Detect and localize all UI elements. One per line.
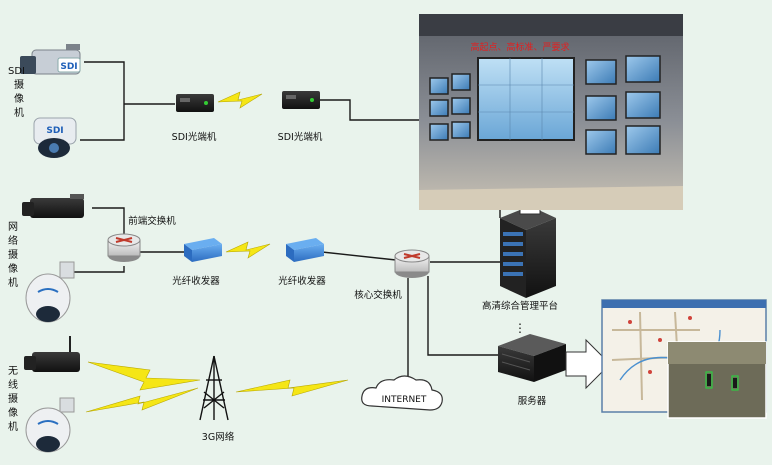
wires [74,61,501,382]
wl-label-char-2: 线 [8,378,18,391]
sdi-badge-top: SDI [60,62,77,72]
net-label-char-5: 机 [8,276,18,289]
front-switch-router-icon [107,233,141,262]
wl-label-char-4: 像 [8,407,18,419]
wl-label-char-3: 摄 [8,392,18,405]
fiber-transceiver-label-2: 光纤收发器 [278,275,326,287]
net-label-char-2: 络 [8,234,18,247]
sdi-box-camera-icon: SDI [20,44,81,75]
sdi-optical-label-1: SDI光端机 [172,131,217,143]
wire-transceiver-core [321,251,397,261]
rack-server-icon [500,206,556,298]
lightning-icon [85,387,199,413]
lightning-icon [87,361,201,391]
fiber-transceiver-label-1: 光纤收发器 [172,275,220,287]
wl-label-char-1: 无 [8,366,18,377]
server-icon [498,334,566,382]
sdi-label-char-1: 摄 [14,78,24,91]
dots-separator: ⋮ [514,321,526,335]
fiber-transceiver-icon [286,238,324,262]
sdi-label-char-3: 机 [14,106,24,119]
wall-banner-text: 高起点、高标准、严要求 [470,41,569,53]
sdi-optical-terminal-icon [282,91,320,109]
net-label-char-4: 像 [8,263,18,275]
map-screenshot [601,299,767,419]
wire-sdi-cam-1 [80,61,125,141]
vertical-label-network: 网 络 摄 像 机 [8,221,18,289]
lightning-icon [225,241,271,259]
vertical-label-sdi: 摄 像 机 [14,78,24,119]
server-label: 服务器 [518,395,547,407]
sdi-optical-label-2: SDI光端机 [278,131,323,143]
wire-netcam-1 [92,207,125,236]
fiber-transceiver-icon [184,238,222,262]
wire-netcam-2 [74,266,125,273]
network-3g-label: 3G网络 [202,431,235,443]
wire-core-server [427,276,500,356]
sdi-dome-camera-icon: SDI [33,117,77,158]
cloud-icon [361,375,443,411]
lightning-icon [217,91,263,109]
network-box-camera-icon [22,194,84,218]
wl-label-char-5: 机 [8,420,18,433]
internet-label: INTERNET [382,395,427,405]
lightning-icon [235,379,349,397]
video-wall-photo: 高起点、高标准、严要求 [419,14,683,210]
wireless-ptz-camera-icon [25,397,75,453]
sdi-label-char-2: 像 [14,93,24,105]
network-ptz-camera-icon [25,261,75,323]
wireless-box-camera-icon [24,336,80,372]
sdi-badge-bottom: SDI [46,126,63,136]
sdi-camera-group-label: SDI [8,66,25,77]
core-switch-label: 核心交换机 [354,289,402,301]
front-switch-label: 前端交换机 [128,215,176,227]
tower-icon [199,355,229,421]
net-label-char-1: 网 [8,221,18,233]
net-label-char-3: 摄 [8,248,18,261]
sdi-optical-terminal-icon [176,94,214,112]
core-switch-router-icon [394,249,430,278]
arrow-right-to-map [565,338,611,390]
platform-label: 高清综合管理平台 [482,300,558,312]
vertical-label-wireless: 无 线 摄 像 机 [8,366,18,433]
